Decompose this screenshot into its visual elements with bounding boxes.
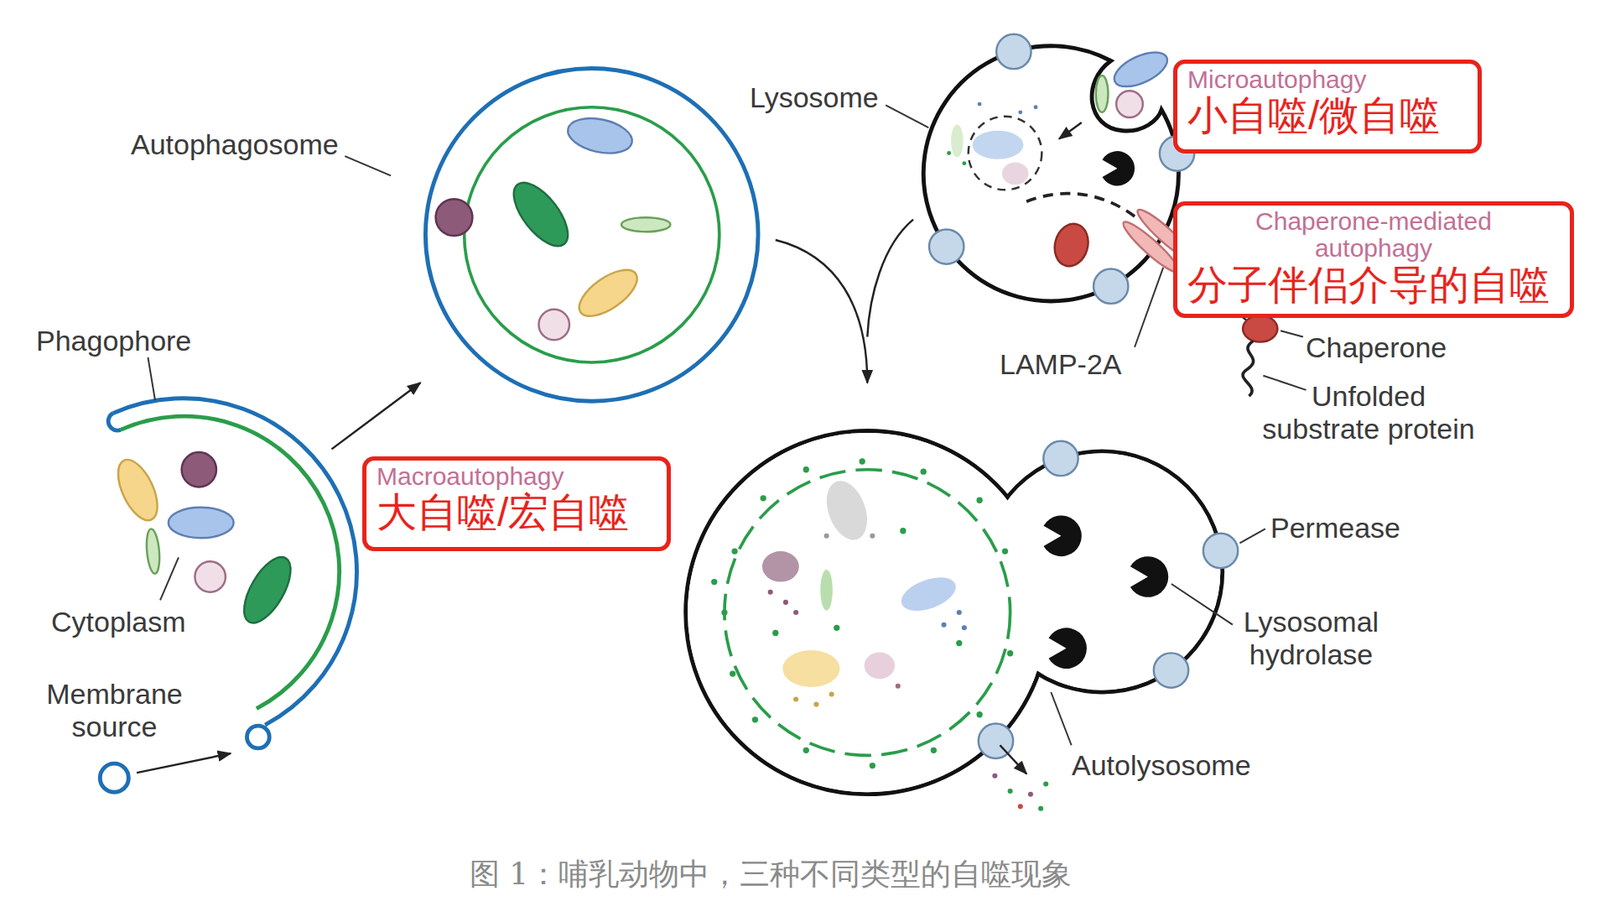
permease (996, 34, 1031, 69)
degrading-organelle (819, 475, 875, 546)
degrading-organelle (864, 652, 896, 680)
dot (961, 161, 967, 166)
chinese-term: 分子伴侣介导的自噬 (1187, 262, 1560, 308)
callout-box: Chaperone-mediated autophagy分子伴侣介导的自噬 (1173, 201, 1575, 318)
lysosome-membrane (923, 46, 1179, 302)
leader-lines (147, 104, 1306, 745)
dots (992, 773, 1049, 811)
degrading-organelle (972, 130, 1024, 160)
part-label: Permease (1270, 511, 1401, 545)
dots (711, 457, 1013, 769)
english-term: Chaperone-mediated autophagy (1205, 207, 1542, 263)
part-label: Unfolded substrate protein (1255, 379, 1482, 446)
part-label: Lysosome (749, 81, 879, 115)
organelle (1109, 45, 1173, 94)
part-label: Membrane source (41, 677, 188, 743)
arrow (999, 744, 1027, 774)
part-label: Lysosomal hydrolase (1237, 605, 1385, 671)
organelle (109, 453, 166, 526)
cytoplasm-contents (109, 451, 300, 630)
chinese-term: 大自噬/宏自噬 (376, 489, 657, 536)
permease (1203, 533, 1238, 568)
organelle (234, 550, 301, 630)
english-term: Macroautophagy (376, 462, 657, 490)
dots (768, 533, 967, 707)
substrate-protein (1049, 219, 1093, 270)
arrow (136, 753, 231, 773)
permease (1093, 269, 1128, 304)
lysosomal-hydrolase (1130, 555, 1169, 598)
engulfed-organelle (1096, 75, 1109, 113)
part-label: Autolysosome (1071, 748, 1252, 782)
engulfed-organelle (1116, 90, 1143, 118)
organelle (181, 451, 217, 487)
autophagosome (425, 68, 759, 402)
organelle (436, 198, 473, 236)
permease (1153, 652, 1189, 687)
vesicle (968, 116, 1043, 191)
lysosomal-hydrolase (1043, 514, 1081, 556)
dot (1033, 104, 1039, 110)
arrow (775, 239, 868, 383)
degrading-organelle (820, 569, 833, 611)
part-label: Cytoplasm (51, 605, 187, 639)
degrading-organelle (896, 571, 961, 618)
membrane-bud (246, 725, 270, 749)
dot (1018, 109, 1023, 115)
membrane-cap (108, 412, 121, 431)
arrow (867, 219, 914, 338)
part-label: Autophagosome (130, 128, 339, 162)
chaperone (1242, 315, 1278, 343)
inner-membrane (120, 415, 340, 709)
organelle (145, 528, 162, 575)
organelle (194, 561, 226, 593)
degrading-organelle (762, 550, 800, 582)
organelle (503, 173, 578, 255)
lumen (983, 452, 1221, 690)
outer-membrane (113, 398, 358, 725)
unfolded-protein (1020, 193, 1135, 217)
arrow (331, 382, 421, 449)
lysosomal-hydrolase (1102, 150, 1136, 186)
organelle (168, 507, 234, 539)
degrading-organelle (782, 649, 840, 687)
organelle (564, 113, 635, 159)
figure-caption: 图 1：哺乳动物中，三种不同类型的自噬现象 (469, 853, 1072, 895)
callout-box: Macroautophagy大自噬/宏自噬 (362, 456, 671, 551)
organelle (571, 260, 645, 325)
degrading-organelle (1002, 161, 1029, 185)
organelle (538, 309, 570, 341)
inner-membrane (724, 469, 1011, 756)
part-label: LAMP-2A (999, 348, 1123, 381)
lysosome (923, 34, 1198, 304)
lysosomal-hydrolase (1049, 627, 1087, 669)
callout-box: Microautophagy小自噬/微自噬 (1173, 59, 1482, 154)
organelle (621, 217, 671, 232)
permease (1043, 441, 1078, 476)
membrane-source (99, 763, 129, 792)
permease (929, 228, 964, 264)
degrading-organelle (950, 124, 964, 157)
unfolded-protein (1242, 340, 1254, 396)
dot (946, 150, 951, 156)
outer-membrane (425, 68, 759, 402)
part-label: Chaperone (1305, 331, 1447, 364)
chinese-term: 小自噬/微自噬 (1187, 93, 1468, 139)
arrow (1059, 122, 1082, 139)
inner-membrane (464, 107, 720, 363)
english-term: Microautophagy (1187, 66, 1468, 94)
part-label: Phagophore (36, 324, 192, 358)
dot (977, 102, 982, 107)
